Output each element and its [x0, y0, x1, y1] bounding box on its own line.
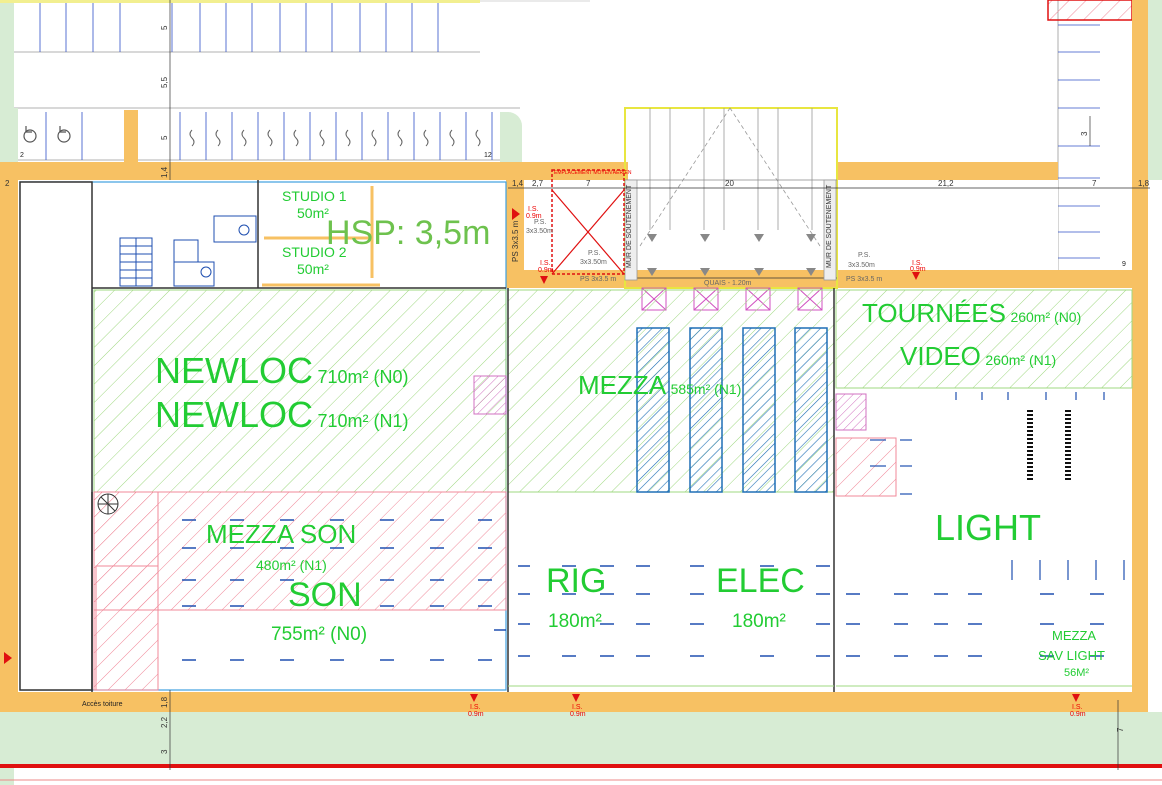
zone-mezza-son	[93, 491, 507, 611]
mezza-sav-line1: MEZZA	[1052, 628, 1097, 643]
newloc-n0-label: NEWLOC 710m² (N0)	[155, 353, 409, 389]
dim-left-1: 5,5	[160, 76, 169, 88]
newloc-n1-label: NEWLOC 710m² (N1)	[155, 397, 409, 433]
dim-left-2: 5	[160, 135, 169, 140]
tournees-label: TOURNÉES 260m² (N0)	[862, 300, 1081, 327]
dim-top-0: 1,4	[512, 179, 524, 188]
is-label-5: I.S.	[572, 704, 583, 711]
ps2-label: P.S.	[588, 250, 601, 257]
staircase-icon	[119, 237, 153, 287]
elec-area: 180m²	[732, 611, 786, 632]
dim-right-0: 3	[1080, 131, 1089, 136]
acces-toiture-label: Accès toiture	[82, 701, 123, 708]
dim-right-1: 7	[1116, 727, 1125, 732]
dim-top-4: 21,2	[938, 179, 954, 188]
is-height-2: 0.9m	[538, 267, 554, 274]
dim-top-left: 2	[5, 179, 10, 188]
dim-left-3: 1,4	[160, 166, 169, 178]
mezza-sav-line2: SAV LIGHT	[1038, 648, 1105, 663]
building-walls	[0, 0, 1148, 712]
mezza-son-name: MEZZA SON	[206, 519, 357, 549]
studio1-area: 50m²	[297, 205, 329, 221]
newloc-n1-area: 710m² (N1)	[317, 411, 409, 431]
dim-top-3: 20	[725, 179, 734, 188]
mezza-son-area: 480m² (N1)	[256, 557, 327, 573]
parking-area	[14, 0, 520, 161]
ps-vertical-label: PS 3x3.5 m	[511, 220, 520, 262]
dim-top-2: 7	[586, 179, 591, 188]
light-name: LIGHT	[935, 507, 1042, 548]
dim-left-0: 5	[160, 25, 169, 30]
is-height-5: 0.9m	[570, 711, 586, 718]
is-height-3: 0.9m	[910, 266, 926, 273]
newloc-n1-name: NEWLOC	[155, 394, 314, 435]
site-boundary-line	[0, 764, 1162, 768]
is-height-6: 0.9m	[1070, 711, 1086, 718]
studio1-name: STUDIO 1	[282, 188, 347, 204]
wheelchair-icon	[23, 126, 37, 143]
son-name: SON	[288, 576, 362, 614]
dim-top-5: 7	[1092, 179, 1097, 188]
newloc-n0-name: NEWLOC	[155, 350, 314, 391]
ps2-size: 3x3.50m	[580, 259, 607, 266]
fire-exit-icon	[4, 208, 1080, 702]
ps3-label: P.S.	[858, 252, 871, 259]
spiral-stair-icon	[97, 493, 119, 515]
emplacement-zone	[551, 169, 625, 275]
studio2-area: 50m²	[297, 261, 329, 277]
video-name: VIDEO	[900, 341, 981, 371]
mezza-label: MEZZA 585m² (N1)	[578, 372, 741, 399]
is-height-4: 0.9m	[468, 711, 484, 718]
is-label-2: I.S.	[540, 260, 551, 267]
zone-tournees	[835, 289, 1133, 389]
rig-area: 180m²	[548, 611, 602, 632]
mur-label-1: MUR DE SOUTENEMENT	[626, 184, 633, 268]
ps-dock-label: PS 3x3.5 m	[580, 276, 617, 283]
parking-last: 12	[484, 152, 492, 159]
quais-label: QUAIS - 1.20m	[704, 280, 752, 287]
newloc-n0-area: 710m² (N0)	[317, 367, 409, 387]
shelving-light	[870, 392, 1125, 580]
dim-bottom-1: 2,2	[160, 716, 169, 728]
video-label: VIDEO 260m² (N1)	[900, 343, 1056, 370]
title-hsp: HSP: 3,5m	[326, 214, 491, 252]
ps-bottom-label: PS 3x3.5 m	[846, 276, 883, 283]
is-label-6: I.S.	[1072, 704, 1083, 711]
mezza-name: MEZZA	[578, 370, 667, 400]
parking-first: 2	[20, 152, 24, 159]
bollard-icon	[189, 129, 481, 147]
rig-name: RIG	[546, 562, 607, 600]
ps3-size: 3x3.50m	[848, 262, 875, 269]
wheelchair-icon	[57, 126, 71, 143]
dim-top-1: 2,7	[532, 179, 544, 188]
video-area: 260m² (N1)	[985, 352, 1057, 368]
ground-bottom-strip	[0, 712, 1162, 764]
ps1-label: P.S.	[534, 219, 547, 226]
shelving-son	[182, 519, 1104, 661]
is-label-3: I.S.	[912, 260, 923, 267]
emplacement-label: EMPLACEMENT MOYEN AERIEN	[554, 170, 632, 176]
racks-mezza	[636, 327, 828, 493]
is-label-4: I.S.	[470, 704, 481, 711]
tournees-name: TOURNÉES	[862, 298, 1006, 328]
mur-label-2: MUR DE SOUTENEMENT	[826, 184, 833, 268]
dim-top-6: 1,8	[1138, 179, 1150, 188]
tournees-area: 260m² (N0)	[1010, 309, 1082, 325]
is-label-1: I.S.	[528, 206, 539, 213]
studio2-name: STUDIO 2	[282, 244, 347, 260]
elec-name: ELEC	[716, 562, 805, 600]
zone-newloc	[93, 289, 507, 493]
is-height-1: 0.9m	[526, 213, 542, 220]
mezza-sav-area: 56M²	[1064, 667, 1090, 679]
parking-right-9: 9	[1122, 261, 1126, 268]
mezza-area: 585m² (N1)	[670, 381, 742, 397]
ps1-size: 3x3.50m	[526, 228, 553, 235]
dim-bottom-0: 1,8	[160, 696, 169, 708]
son-area: 755m² (N0)	[271, 624, 368, 645]
dim-bottom-2: 3	[160, 749, 169, 754]
